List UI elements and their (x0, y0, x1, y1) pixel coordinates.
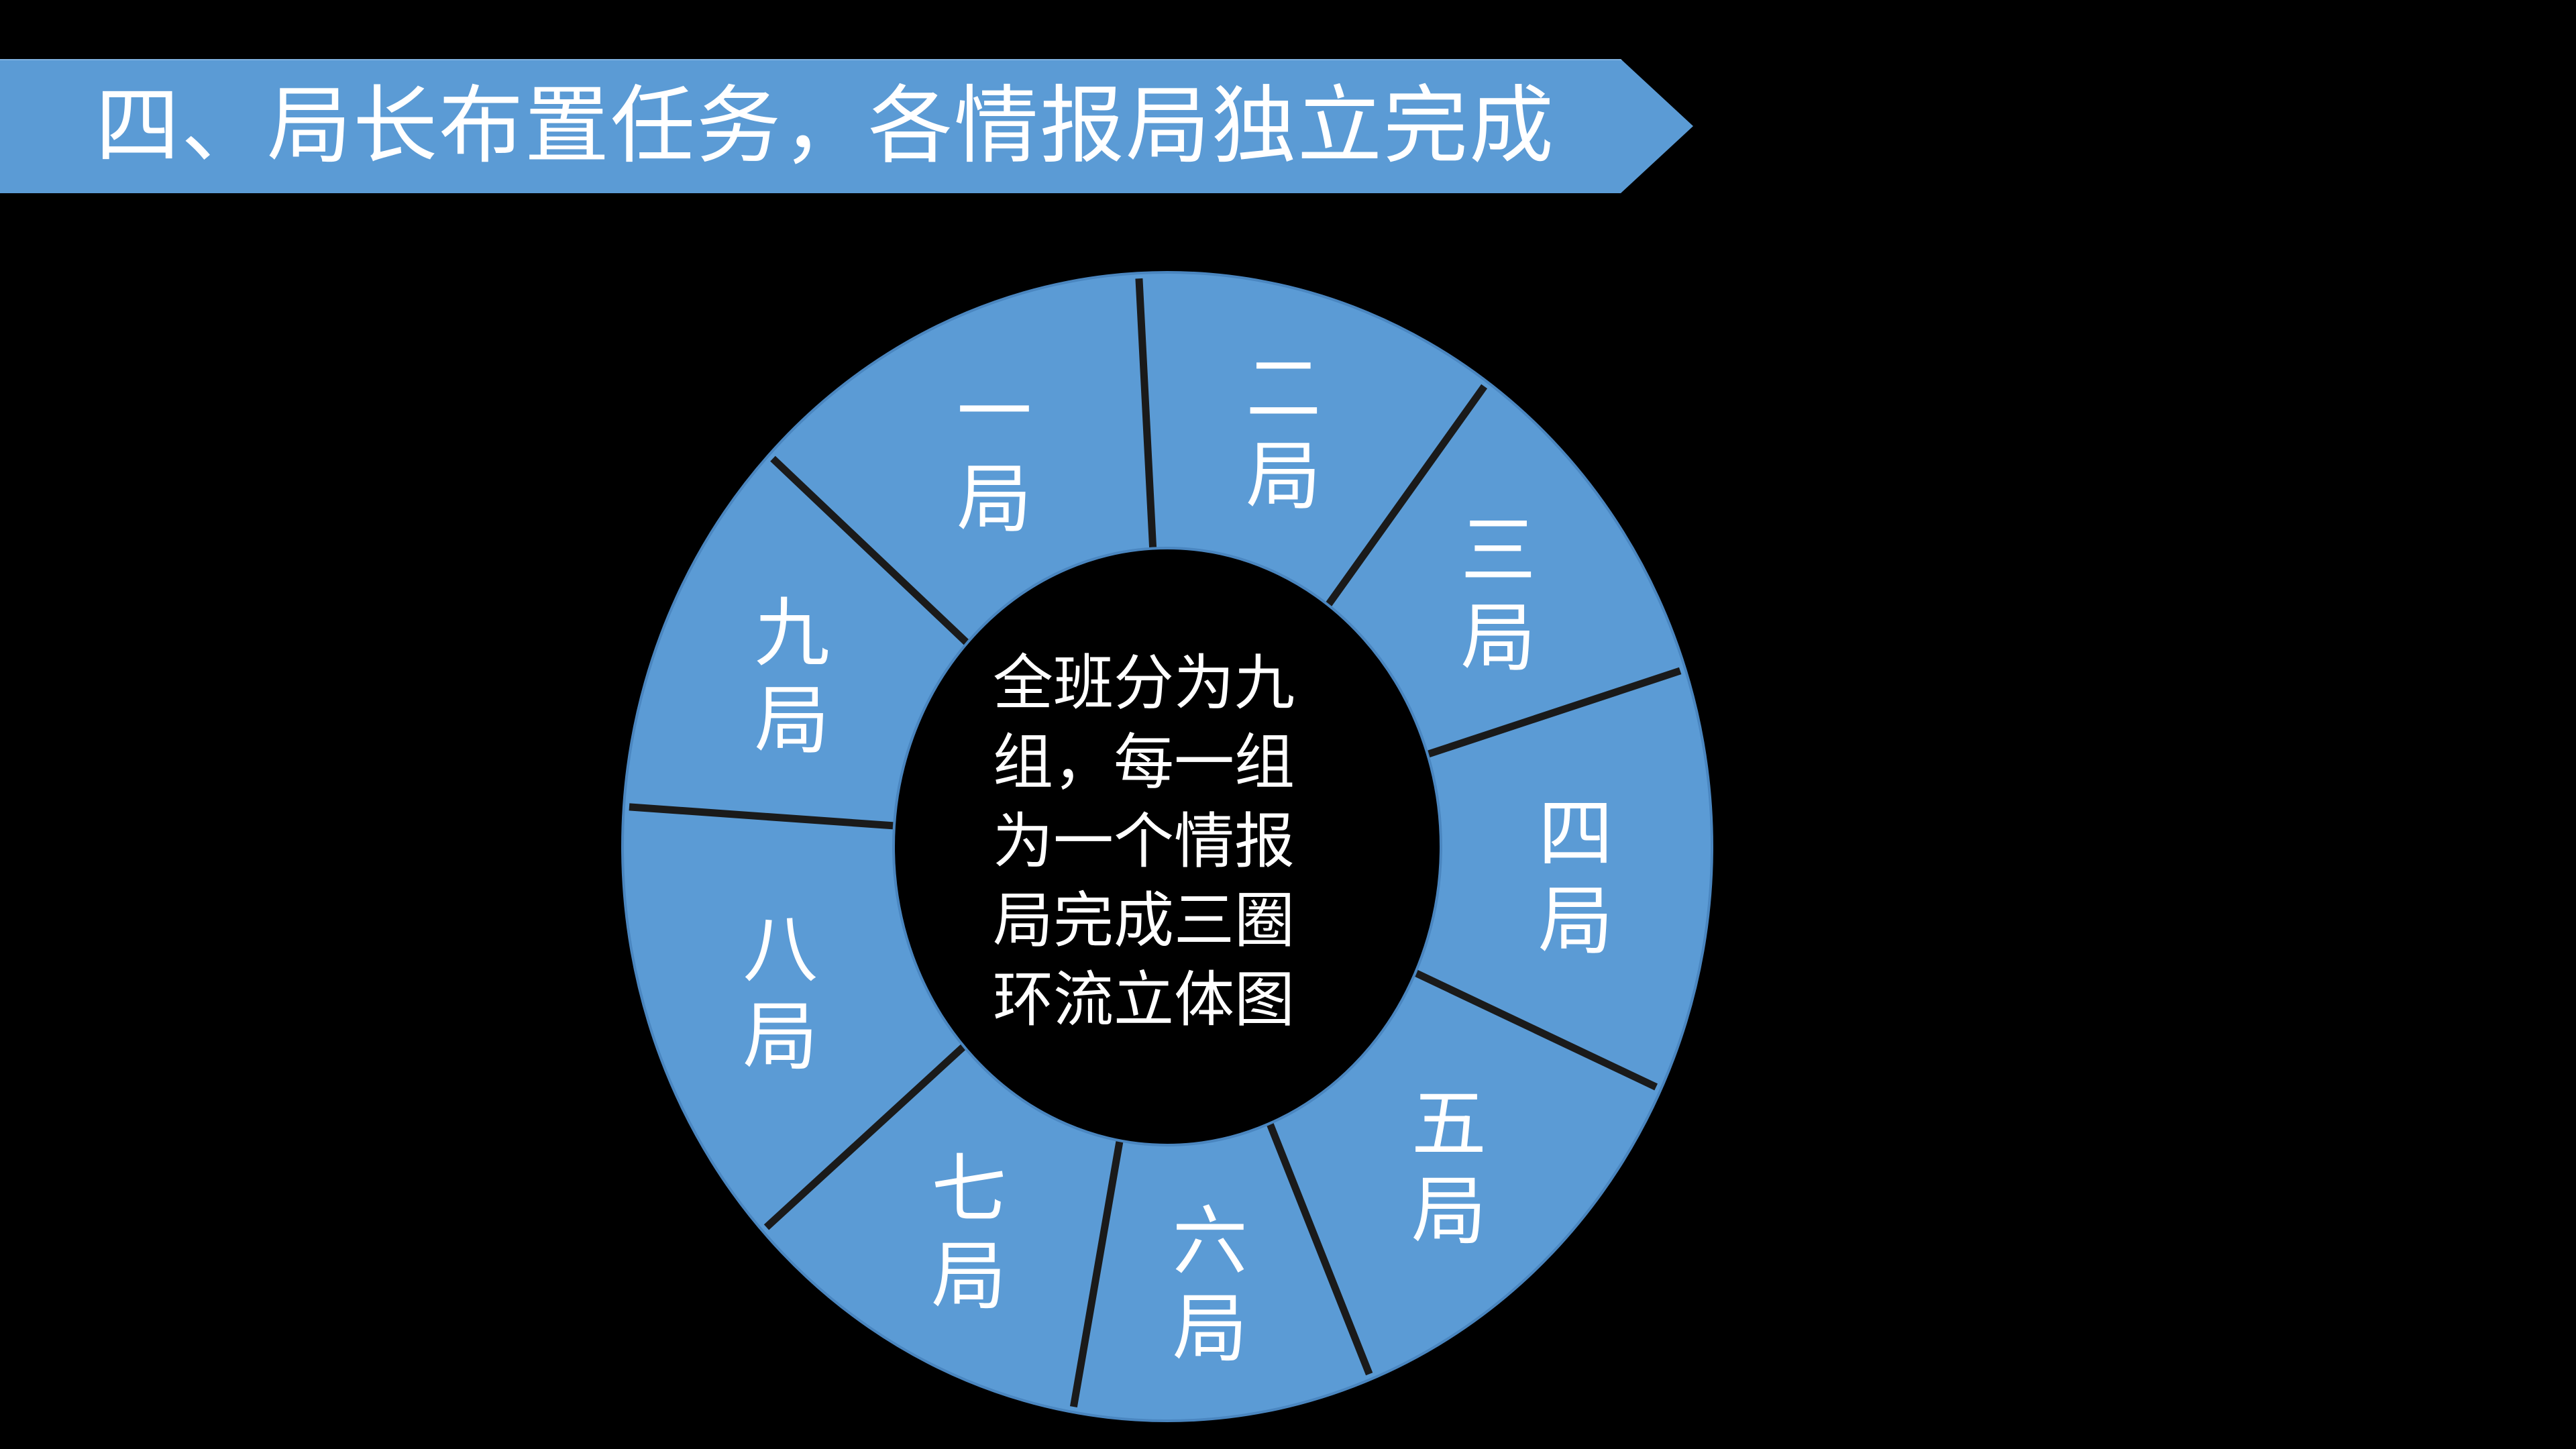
sector-divider (1263, 1116, 1373, 1376)
center-description: 全班分为九组，每一组为一个情报局完成三圈环流立体图 (993, 648, 1295, 1035)
sector-label-line1: 三 (1461, 508, 1536, 595)
sector-label-line1: 八 (743, 906, 818, 994)
sector-divider (1321, 384, 1488, 613)
sector-label-line2: 局 (1538, 878, 1613, 965)
sector-label-line2: 局 (1461, 595, 1536, 682)
sector-label-line2: 局 (957, 455, 1032, 543)
title-banner (0, 59, 1693, 193)
sector-divider (1419, 667, 1682, 760)
sector-label-line2: 局 (1411, 1168, 1487, 1255)
sector-label-line1: 五 (1411, 1081, 1487, 1168)
sector-label-line1: 七 (931, 1146, 1006, 1233)
sector-label-line1: 九 (755, 590, 830, 678)
sector-label-line1: 四 (1538, 791, 1613, 878)
sector-label-line2: 局 (743, 994, 818, 1081)
sector-label-line2: 局 (755, 678, 830, 765)
sector-divider (1135, 278, 1157, 555)
sector-label-line2: 局 (1246, 433, 1321, 520)
sector-divider (629, 803, 902, 830)
sector-label-line1: 六 (1173, 1198, 1248, 1285)
sector-divider (770, 455, 975, 651)
ring-center (892, 547, 1442, 1146)
sector-divider (1069, 1133, 1125, 1408)
sector-divider (763, 1039, 971, 1230)
sector-label-line1: 二 (1246, 345, 1321, 433)
slide-title: 四、局长布置任务，各情报局独立完成 (95, 76, 1555, 175)
sector-label-line1: 一 (957, 368, 1032, 455)
sector-label-line2: 局 (931, 1233, 1006, 1320)
sector-divider (1407, 966, 1658, 1091)
sector-label-line2: 局 (1173, 1285, 1248, 1373)
